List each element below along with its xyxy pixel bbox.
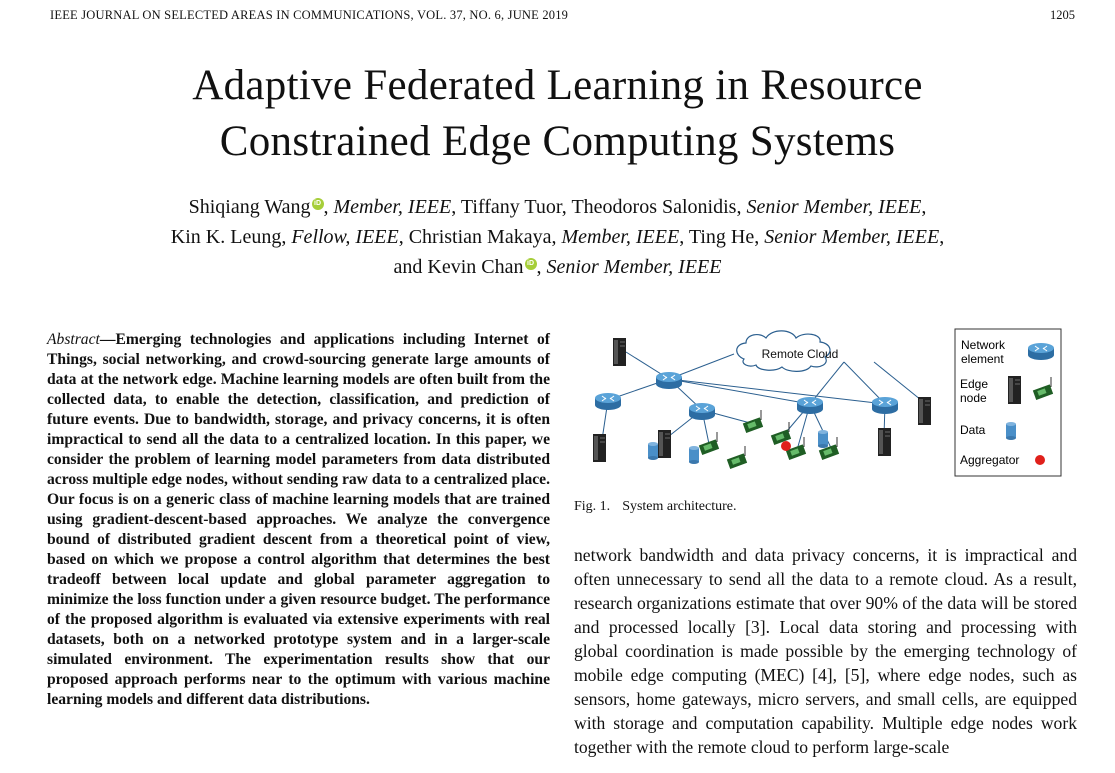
author-name: Tiffany Tuor <box>460 196 562 218</box>
author-name: Shiqiang Wang <box>188 196 311 218</box>
author-role: Fellow, IEEE <box>291 226 399 248</box>
router-icon <box>594 392 622 411</box>
author-name: Ting He <box>688 226 755 248</box>
router-icon <box>871 396 899 415</box>
legend-edge-label-1: Edge <box>960 377 988 391</box>
page-number: 1205 <box>1050 8 1075 22</box>
legend-edge-label-2: node <box>960 391 987 405</box>
author-role: Senior Member, IEEE <box>546 256 722 278</box>
journal-header: IEEE JOURNAL ON SELECTED AREAS IN COMMUN… <box>50 8 569 22</box>
author-role: Senior Member, IEEE <box>746 196 922 218</box>
abstract-dash: — <box>99 331 116 348</box>
server-icon <box>612 337 627 367</box>
legend-box: Network element Edge node Data Aggregato… <box>954 328 1062 477</box>
system-architecture-figure: Remote Cloud Network element Edge node D… <box>592 328 1062 477</box>
author-role: Member, IEEE <box>561 226 680 248</box>
orcid-icon[interactable]: iD <box>524 258 537 271</box>
title-line-2: Constrained Edge Computing Systems <box>219 118 896 165</box>
author-name: Kin K. Leung <box>170 226 282 248</box>
author-line-2: Kin K. Leung, Fellow, IEEE, Christian Ma… <box>170 226 945 248</box>
legend-aggregator-label: Aggregator <box>960 453 1019 467</box>
server-icon <box>657 429 672 459</box>
aggregator-marker <box>1035 455 1045 465</box>
server-icon <box>1007 375 1022 405</box>
abstract: Abstract—Emerging technologies and appli… <box>47 330 550 710</box>
author-name: Theodoros Salonidis <box>571 196 737 218</box>
server-icon <box>877 427 892 457</box>
body-paragraph: network bandwidth and data privacy conce… <box>574 545 1077 757</box>
sensor-icon <box>698 431 720 456</box>
title-line-1: Adaptive Federated Learning in Resource <box>192 62 923 109</box>
legend-data-label: Data <box>960 423 986 437</box>
data-icon <box>689 446 699 464</box>
caption-number: Fig. 1. <box>574 499 611 514</box>
author-role: Senior Member, IEEE <box>764 226 940 248</box>
abstract-text: Emerging technologies and applications i… <box>47 331 550 708</box>
server-icon <box>592 433 607 463</box>
router-icon <box>655 371 683 390</box>
legend-network-label-2: element <box>961 352 1004 366</box>
paper-title: Adaptive Federated Learning in Resource … <box>0 58 1115 170</box>
legend-network-label-1: Network <box>961 338 1006 352</box>
caption-text: System architecture. <box>622 499 737 514</box>
orcid-icon[interactable]: iD <box>311 198 324 211</box>
data-icon <box>818 430 828 448</box>
data-icon <box>1006 422 1016 440</box>
cloud-label: Remote Cloud <box>762 347 839 361</box>
author-name: and Kevin Chan <box>393 256 524 278</box>
aggregator-marker <box>781 441 791 451</box>
sensor-icon <box>726 445 748 470</box>
abstract-label: Abstract <box>47 331 100 348</box>
router-icon <box>796 396 824 415</box>
server-icon <box>917 396 932 426</box>
author-role: Member, IEEE <box>333 196 452 218</box>
figure-caption: Fig. 1. System architecture. <box>574 499 736 515</box>
cloud-icon <box>736 330 831 372</box>
data-icon <box>648 442 658 460</box>
router-icon <box>688 402 716 421</box>
author-name: Christian Makaya <box>408 226 552 248</box>
router-icon <box>1027 342 1055 361</box>
